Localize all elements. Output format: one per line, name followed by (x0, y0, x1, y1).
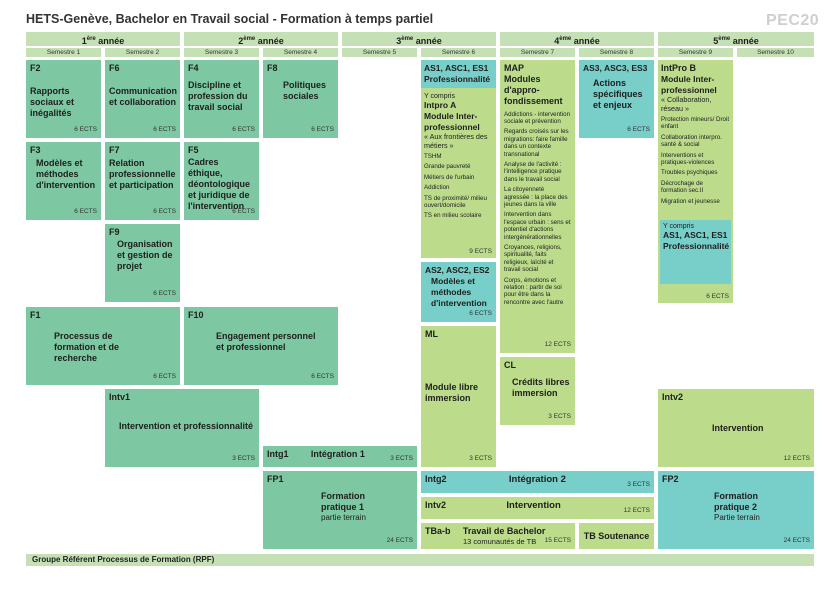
semester-header-6: Semestre 6 (421, 48, 496, 57)
module-f9[interactable]: F9 Organisation et gestion de projet 6 E… (105, 224, 180, 302)
semester-header-7: Semestre 7 (500, 48, 575, 57)
semester-header-2: Semestre 2 (105, 48, 180, 57)
intpro-a-item: TS de proximité/ milieu ouvert/domicile (424, 194, 487, 210)
intpro-b-professionnalite: Y compris AS1, ASC1, ES1 Professionnalit… (660, 220, 731, 284)
map-item: Croyances, religions, spiritualité, fait… (504, 244, 562, 274)
semester-header-9: Semestre 9 (658, 48, 733, 57)
intpro-a-item: Addiction (424, 184, 450, 192)
intpro-b-item: Migration et jeunesse (661, 197, 720, 205)
map-item: Analyse de l'activité : l'intelligence p… (504, 160, 562, 183)
intpro-b-item: Protection mineurs/ Droit enfant (661, 116, 730, 131)
module-f3[interactable]: F3 Modèles et méthodes d'intervention 6 … (26, 142, 101, 220)
intpro-b-content: IntPro B Module Inter-professionnel « Co… (661, 63, 730, 205)
intpro-a-item: Métiers de l'urbain (424, 173, 475, 181)
module-as3[interactable]: AS3, ASC3, ES3 Actions spécifiques et en… (579, 60, 654, 138)
map-item: La citoyenneté agressée : la place des j… (504, 186, 568, 208)
map-item: Corps, émotions et relation : partir de … (504, 276, 564, 306)
intpro-a-item: Grande pauvreté (424, 163, 471, 171)
intpro-a-item: TSHM (424, 153, 442, 160)
module-intv2-semester-9-10[interactable]: Intv2 Intervention 12 ECTS (658, 389, 814, 467)
semester-header-5: Semestre 5 (342, 48, 417, 57)
semester-header-4: Semestre 4 (263, 48, 338, 57)
module-tb[interactable]: TBa-b Travail de Bachelor 13 comunautés … (421, 523, 575, 549)
module-intpro-b[interactable]: IntPro B Module Inter-professionnel « Co… (658, 60, 733, 303)
map-item: Addictions - intervention sociale et pré… (504, 110, 571, 125)
module-f7[interactable]: F7 Relation professionnelle et participa… (105, 142, 180, 220)
semester-header-10: Semestre 10 (737, 48, 814, 57)
year-header-4: 4ème année (500, 32, 654, 46)
module-f4[interactable]: F4 Discipline et profession du travail s… (184, 60, 259, 138)
intpro-b-item: Collaboration interpro. santé & social (661, 133, 722, 149)
intpro-b-item: Décrochage de formation sec.II (661, 179, 704, 195)
as1-header: AS1, ASC1, ES1 Professionnalité (421, 60, 496, 88)
year-header-1: 1ère année (26, 32, 180, 46)
plan-code: PEC20 (766, 12, 820, 29)
semester-header-3: Semestre 3 (184, 48, 259, 57)
module-as1-professionnalite[interactable]: AS1, ASC1, ES1 Professionnalité Y compri… (421, 60, 496, 258)
module-tb-soutenance[interactable]: TB Soutenance (579, 523, 654, 549)
year-header-3: 3ème année (342, 32, 496, 46)
module-f2[interactable]: F2 Rapports sociaux et inégalités 6 ECTS (26, 60, 101, 138)
intpro-b-item: Troubles psychiques (661, 169, 718, 177)
module-ml[interactable]: ML Module libre immersion 3 ECTS (421, 326, 496, 467)
module-cl[interactable]: CL Crédits libres immersion 3 ECTS (500, 357, 575, 425)
year-header-2: 2ème année (184, 32, 338, 46)
page-title: HETS-Genève, Bachelor en Travail social … (26, 12, 434, 26)
module-f1[interactable]: F1 Processus de formation et de recherch… (26, 307, 180, 385)
module-f10[interactable]: F10 Engagement personnel et professionne… (184, 307, 338, 385)
module-intv1[interactable]: Intv1 Intervention et professionnalité 3… (105, 389, 259, 467)
module-as2[interactable]: AS2, ASC2, ES2 Modèles et méthodes d'int… (421, 262, 496, 322)
module-intv2-semester-6-8[interactable]: Intv2 Intervention 12 ECTS (421, 497, 654, 519)
module-f5[interactable]: F5 Cadres éthique, déontologique et juri… (184, 142, 259, 220)
map-item: Intervention dans l'espace urbain : sens… (504, 211, 571, 241)
rpf-footer: Groupe Référent Processus de Formation (… (26, 554, 814, 566)
intpro-a-item: TS en milieu scolaire (424, 212, 482, 220)
module-fp2[interactable]: FP2 Formation pratique 2 Partie terrain … (658, 471, 814, 549)
map-item: Regards croisés sur les migrations: fair… (504, 128, 569, 158)
module-fp1[interactable]: FP1 Formation pratique 1 partie terrain … (263, 471, 417, 549)
module-f6[interactable]: F6 Communication et collaboration 6 ECTS (105, 60, 180, 138)
semester-header-8: Semestre 8 (579, 48, 654, 57)
module-intg1[interactable]: Intg1 Intégration 1 3 ECTS (263, 446, 417, 467)
module-intg2[interactable]: Intg2 Intégration 2 3 ECTS (421, 471, 654, 493)
intpro-b-item: Interventions et pratiques-violences (661, 151, 715, 167)
module-f8[interactable]: F8 Politiques sociales 6 ECTS (263, 60, 338, 138)
semester-header-1: Semestre 1 (26, 48, 101, 57)
module-map[interactable]: MAP Modules d'appro-fondissement Addicti… (500, 60, 575, 353)
year-header-5: 5ème année (658, 32, 814, 46)
intpro-a: Y compris Intpro A Module Inter-professi… (421, 90, 496, 223)
